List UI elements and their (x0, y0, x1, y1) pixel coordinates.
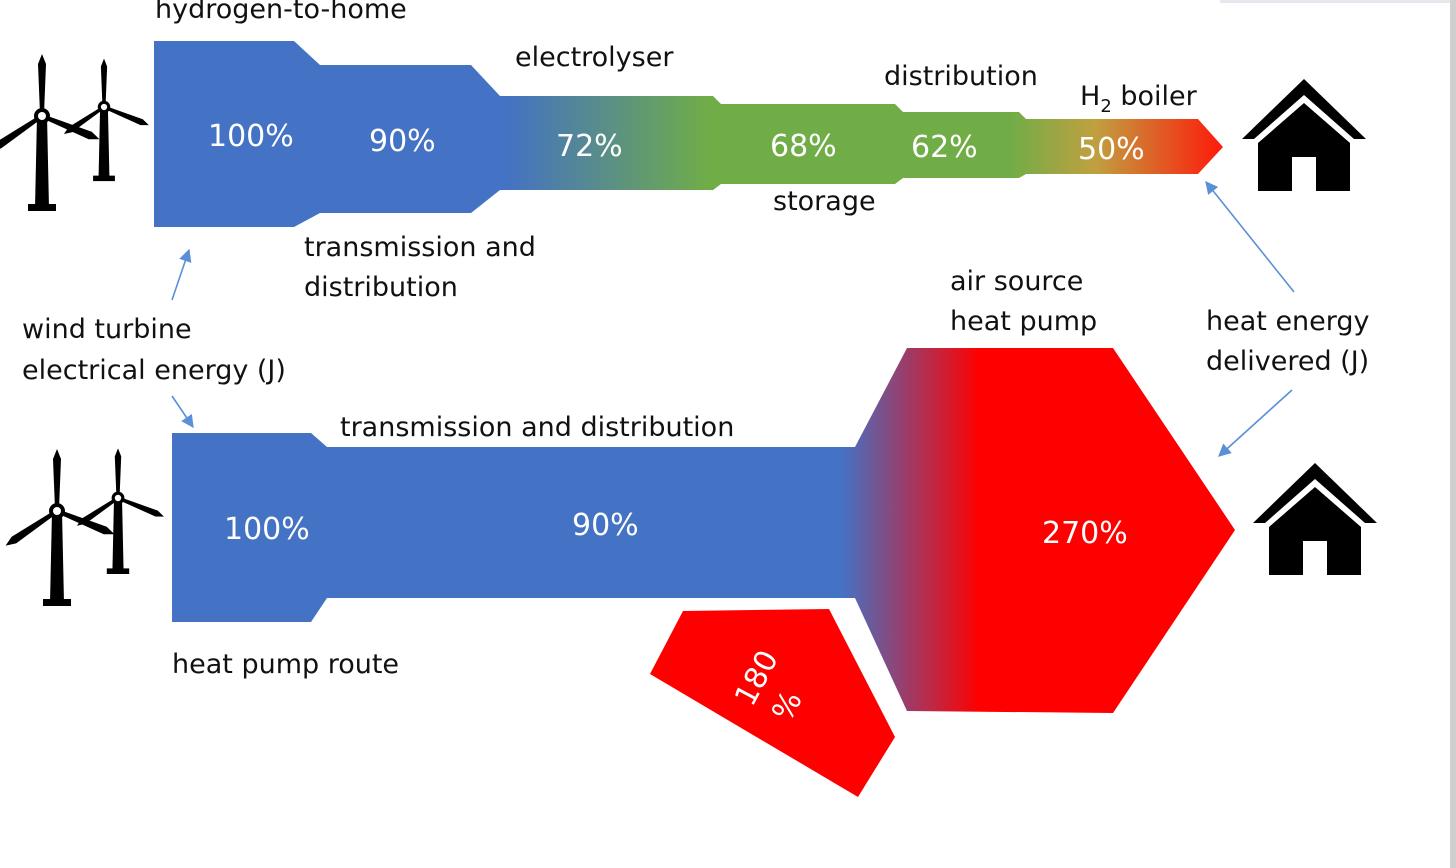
heat-pump-route: transmission and distribution air source… (172, 266, 1235, 797)
heat-pump-route-title: heat pump route (172, 649, 399, 680)
electrolyser-label: electrolyser (515, 42, 674, 73)
house-icon (1242, 79, 1366, 191)
ambient-heat-input (650, 609, 895, 797)
window-top-strip (1220, 0, 1450, 3)
window-edge (1450, 0, 1456, 868)
heat-pump-pct-input: 100% (224, 512, 310, 547)
air-source-label-line2: heat pump (950, 306, 1097, 337)
hydrogen-pct-boiler: 50% (1078, 132, 1145, 167)
output-arrow-up (1205, 181, 1295, 293)
air-source-label-line1: air source (950, 266, 1083, 297)
input-arrow-down (171, 395, 194, 429)
distribution-label: distribution (884, 61, 1038, 92)
heat-pump-pct-transmission: 90% (572, 508, 639, 543)
hydrogen-pct-input: 100% (208, 119, 294, 154)
output-annotation-line2: delivered (J) (1206, 346, 1369, 377)
wind-turbine-icon (75, 448, 166, 574)
wind-turbine-icon (3, 449, 116, 606)
hydrogen-flow-band (154, 41, 1223, 227)
wind-turbine-icon (62, 58, 151, 182)
output-arrow-down (1218, 389, 1293, 457)
heat-pump-flow-band (172, 348, 1235, 713)
heat-pump-transmission-label: transmission and distribution (340, 412, 734, 443)
heat-pump-pct-delivered: 270% (1042, 516, 1128, 551)
wind-turbine-icon (0, 54, 101, 211)
hydrogen-pct-electrolyser: 72% (556, 129, 623, 164)
transmission-label-line2: distribution (304, 272, 458, 303)
storage-label: storage (773, 186, 876, 217)
transmission-label-line1: transmission and (304, 232, 536, 263)
house-icon (1253, 463, 1377, 575)
hydrogen-route-title: hydrogen-to-home (155, 0, 407, 25)
input-arrow-up (171, 248, 192, 301)
input-annotation-line2: electrical energy (J) (22, 355, 286, 386)
input-annotation-line1: wind turbine (22, 314, 192, 345)
annotations: wind turbine electrical energy (J) heat … (22, 181, 1370, 457)
hydrogen-pct-distribution: 62% (911, 130, 978, 165)
hydrogen-pct-storage: 68% (770, 129, 837, 164)
h2-boiler-label: H2 boiler (1080, 81, 1198, 117)
output-annotation-line1: heat energy (1206, 306, 1370, 337)
hydrogen-pct-transmission: 90% (369, 124, 436, 159)
hydrogen-route: hydrogen-to-home electrolyser distributi… (154, 0, 1223, 303)
